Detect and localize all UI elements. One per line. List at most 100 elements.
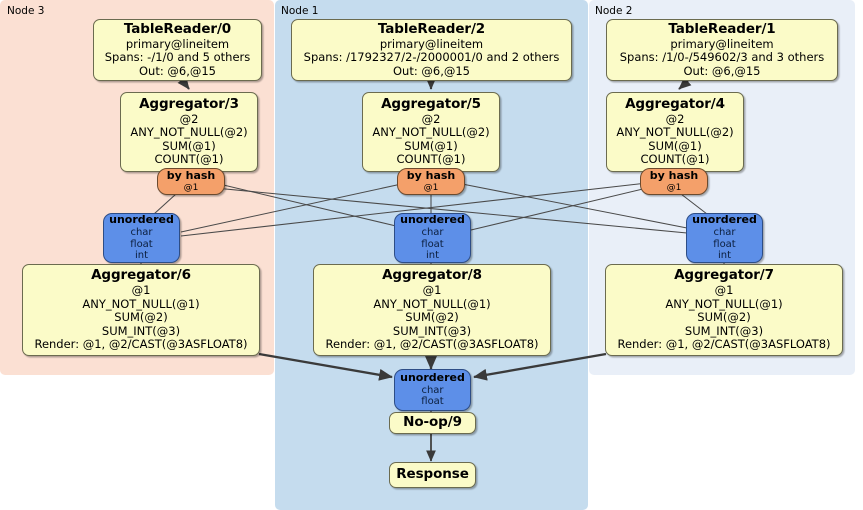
node-type: float bbox=[130, 238, 153, 250]
link-hashR-unordL bbox=[180, 182, 648, 237]
node-line: SUM(@2) bbox=[405, 310, 459, 325]
node-line: @2 bbox=[421, 111, 441, 126]
node-aggregator-5[interactable]: Aggregator/5 @2 ANY_NOT_NULL(@2) SUM(@1)… bbox=[362, 92, 500, 172]
node-aggregator-6[interactable]: Aggregator/6 @1 ANY_NOT_NULL(@1) SUM(@2)… bbox=[22, 264, 260, 356]
node-line: SUM(@1) bbox=[162, 138, 216, 153]
node-tablereader-0[interactable]: TableReader/0 primary@lineitem Spans: -/… bbox=[93, 19, 262, 81]
node-type: int bbox=[717, 250, 732, 262]
node-type: char bbox=[421, 384, 444, 396]
node-aggregator-4[interactable]: Aggregator/4 @2 ANY_NOT_NULL(@2) SUM(@1)… bbox=[606, 92, 744, 172]
node-line: ANY_NOT_NULL(@2) bbox=[616, 125, 734, 140]
node-by-hash-right[interactable]: by hash @1 bbox=[640, 168, 708, 195]
link-hashR-unordR bbox=[680, 193, 708, 215]
node-by-hash-center[interactable]: by hash @1 bbox=[397, 168, 465, 195]
node-unordered-final[interactable]: unordered char float bbox=[394, 369, 471, 411]
edge-tr1-agg4 bbox=[678, 77, 692, 90]
node-title: by hash bbox=[166, 168, 216, 182]
node-type: int bbox=[134, 250, 149, 262]
node-line: ANY_NOT_NULL(@1) bbox=[373, 296, 491, 311]
node-line: ANY_NOT_NULL(@2) bbox=[372, 125, 490, 140]
node-title: Response bbox=[396, 466, 469, 483]
node-title: Aggregator/8 bbox=[382, 267, 482, 284]
node-line: @1 bbox=[423, 182, 439, 193]
node-title: unordered bbox=[400, 370, 465, 384]
node-title: TableReader/1 bbox=[668, 20, 776, 37]
node-line: Render: @1, @2/CAST(@3ASFLOAT8) bbox=[34, 337, 248, 352]
node-title: Aggregator/5 bbox=[381, 96, 481, 113]
node-title: by hash bbox=[406, 168, 456, 182]
link-hashR-unordC bbox=[470, 187, 648, 231]
node-aggregator-3[interactable]: Aggregator/3 @2 ANY_NOT_NULL(@2) SUM(@1)… bbox=[120, 92, 258, 172]
node-unordered-left[interactable]: unordered char float int bbox=[103, 213, 180, 263]
node-line: ANY_NOT_NULL(@1) bbox=[665, 296, 783, 311]
node-type: int bbox=[425, 250, 440, 262]
node-line: @1 bbox=[666, 182, 682, 193]
node-line: primary@lineitem bbox=[670, 36, 774, 51]
node-title: unordered bbox=[109, 213, 174, 227]
node-line: SUM(@2) bbox=[697, 310, 751, 325]
node-line: SUM(@1) bbox=[404, 138, 458, 153]
link-hashC-unordL bbox=[180, 182, 407, 233]
node-line: COUNT(@1) bbox=[640, 152, 710, 167]
node-type: char bbox=[713, 226, 736, 238]
node-tablereader-2[interactable]: TableReader/2 primary@lineitem Spans: /1… bbox=[291, 19, 572, 81]
node-title: Aggregator/6 bbox=[91, 267, 191, 284]
panel-node3-label: Node 3 bbox=[7, 5, 45, 17]
node-by-hash-left[interactable]: by hash @1 bbox=[157, 168, 225, 195]
node-line: Out: @6,@15 bbox=[393, 63, 470, 78]
node-title: by hash bbox=[649, 168, 699, 182]
node-line: Spans: -/1/0 and 5 others bbox=[104, 50, 251, 65]
node-line: Spans: /1792327/2-/2000001/0 and 2 other… bbox=[303, 50, 560, 65]
panel-node1-label: Node 1 bbox=[281, 5, 319, 17]
node-type: float bbox=[421, 238, 444, 250]
node-line: Spans: /1/0-/549602/3 and 3 others bbox=[619, 50, 825, 65]
node-title: Aggregator/3 bbox=[139, 96, 239, 113]
node-response[interactable]: Response bbox=[389, 462, 476, 488]
node-title: unordered bbox=[692, 213, 757, 227]
node-line: COUNT(@1) bbox=[396, 152, 466, 167]
node-title: unordered bbox=[400, 213, 465, 227]
node-unordered-center[interactable]: unordered char float int bbox=[394, 213, 471, 263]
link-hashL-unordL bbox=[153, 193, 177, 215]
node-line: @2 bbox=[665, 111, 685, 126]
node-title: TableReader/0 bbox=[123, 20, 232, 37]
node-title: TableReader/2 bbox=[377, 20, 486, 37]
node-title: Aggregator/7 bbox=[674, 267, 774, 284]
node-line: SUM(@2) bbox=[114, 310, 168, 325]
edge-tr0-agg3 bbox=[177, 76, 190, 90]
node-line: SUM_INT(@3) bbox=[101, 323, 181, 338]
node-line: Render: @1, @2/CAST(@3ASFLOAT8) bbox=[325, 337, 539, 352]
node-line: COUNT(@1) bbox=[154, 152, 224, 167]
node-line: SUM_INT(@3) bbox=[392, 323, 472, 338]
node-line: Out: @6,@15 bbox=[139, 63, 216, 78]
node-type: char bbox=[130, 226, 153, 238]
panel-node2-label: Node 2 bbox=[595, 5, 633, 17]
node-tablereader-1[interactable]: TableReader/1 primary@lineitem Spans: /1… bbox=[606, 19, 838, 81]
node-title: No-op/9 bbox=[403, 414, 462, 431]
link-hashL-unordR bbox=[214, 187, 688, 234]
node-noop-9[interactable]: No-op/9 bbox=[389, 412, 476, 434]
node-line: @1 bbox=[422, 283, 442, 298]
node-aggregator-8[interactable]: Aggregator/8 @1 ANY_NOT_NULL(@1) SUM(@2)… bbox=[313, 264, 551, 356]
node-type: char bbox=[421, 226, 444, 238]
node-line: @2 bbox=[179, 111, 199, 126]
node-line: primary@lineitem bbox=[379, 36, 484, 51]
node-line: SUM_INT(@3) bbox=[684, 323, 764, 338]
node-aggregator-7[interactable]: Aggregator/7 @1 ANY_NOT_NULL(@1) SUM(@2)… bbox=[605, 264, 843, 356]
node-line: ANY_NOT_NULL(@2) bbox=[130, 125, 248, 140]
node-line: @1 bbox=[183, 182, 199, 193]
node-line: @1 bbox=[131, 283, 151, 298]
node-unordered-right[interactable]: unordered char float int bbox=[686, 213, 763, 263]
node-line: @1 bbox=[714, 283, 734, 298]
node-title: Aggregator/4 bbox=[625, 96, 725, 113]
node-type: float bbox=[713, 238, 736, 250]
node-line: primary@lineitem bbox=[125, 36, 230, 51]
node-type: float bbox=[421, 396, 444, 408]
node-line: Out: @6,@15 bbox=[683, 63, 761, 78]
node-line: Render: @1, @2/CAST(@3ASFLOAT8) bbox=[617, 337, 831, 352]
edge-agg6-final bbox=[258, 352, 393, 381]
node-line: SUM(@1) bbox=[648, 138, 702, 153]
edge-agg7-final bbox=[473, 352, 607, 381]
